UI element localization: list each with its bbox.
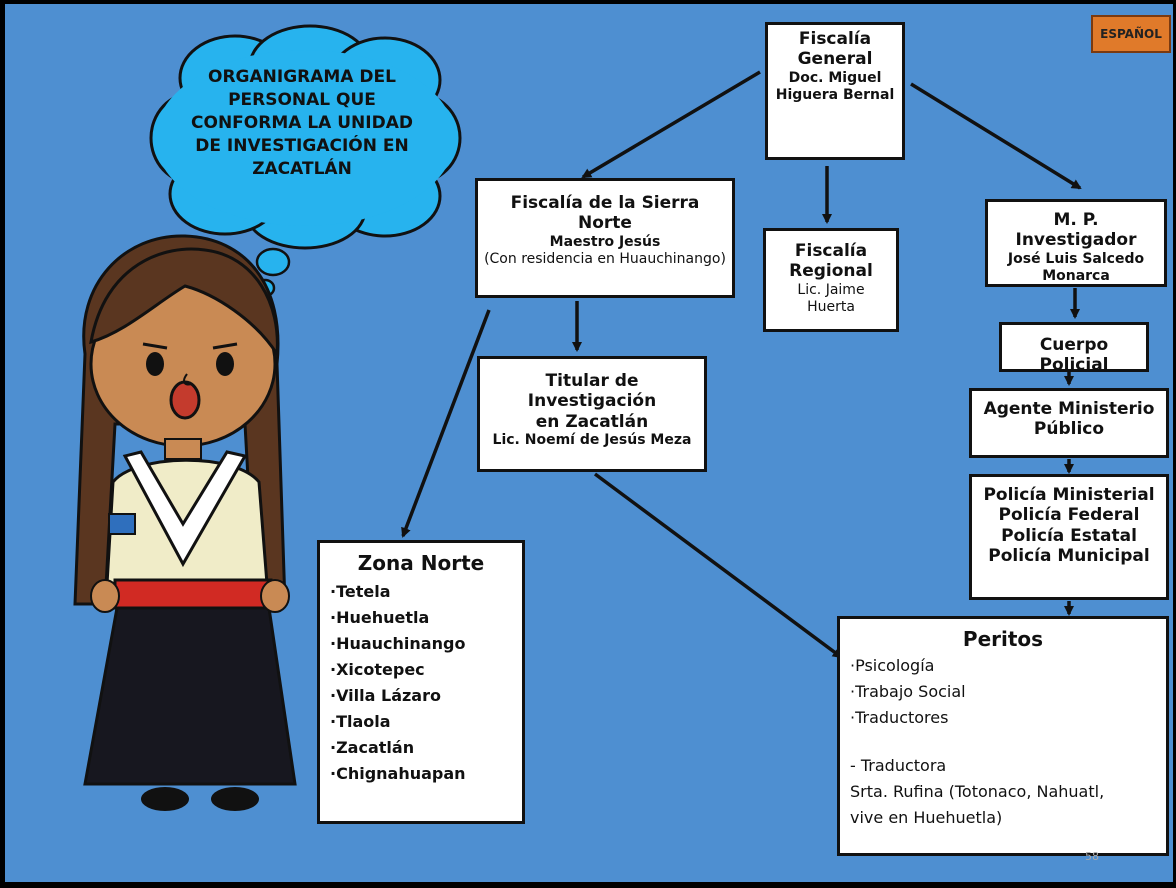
node-title: Cuerpo Policial: [1039, 335, 1109, 376]
zona-item: ·Villa Lázaro: [330, 686, 441, 705]
policia-item: Policía Federal: [998, 505, 1140, 526]
traductora-title: - Traductora: [850, 756, 947, 775]
node-person: Higuera Bernal: [775, 86, 895, 103]
page-number: 58: [1085, 850, 1099, 863]
node-title-line: Fiscalía: [798, 29, 872, 49]
zona-item: ·Huehuetla: [330, 608, 430, 627]
node-title-line: en Zacatlán: [535, 411, 649, 432]
cloud-line: CONFORMA LA UNIDAD: [191, 113, 413, 133]
girl-illustration: [73, 234, 297, 811]
node-peritos: Peritos ·Psicología ·Trabajo Social ·Tra…: [837, 616, 1169, 856]
cloud-line: ORGANIGRAMA DEL: [208, 67, 396, 87]
node-titular-investigacion: Titular de Investigación en Zacatlán Lic…: [477, 356, 707, 472]
peritos-title: Peritos: [962, 627, 1044, 651]
traductora-line: vive en Huehuetla): [850, 808, 1003, 827]
policia-item: Policía Ministerial: [983, 485, 1155, 505]
arrow-general-to-mp: [910, 82, 1082, 190]
node-mp-investigador: M. P. Investigador José Luis Salcedo Mon…: [985, 199, 1167, 287]
cloud-line: ZACATLÁN: [252, 159, 352, 179]
node-cuerpo-policial: Cuerpo Policial: [999, 322, 1149, 375]
arrow-sierra-to-zona: [401, 309, 491, 538]
node-title: Fiscalía de la Sierra Norte: [510, 193, 700, 234]
zona-item: ·Huauchinango: [330, 634, 466, 653]
node-zona-norte: Zona Norte ·Tetela ·Huehuetla ·Huauchina…: [317, 540, 525, 824]
node-policias: Policía Ministerial Policía Federal Poli…: [969, 474, 1169, 600]
traductora-line: Srta. Rufina (Totonaco, Nahuatl,: [850, 782, 1105, 801]
node-title-line: Agente Ministerio: [983, 399, 1155, 419]
node-agente-ministerio-publico: Agente Ministerio Público: [969, 388, 1169, 458]
node-title-line: Público: [1033, 419, 1105, 440]
zona-item: ·Zacatlán: [330, 738, 415, 757]
language-toggle-button[interactable]: ESPAÑOL: [1091, 15, 1171, 53]
zona-item: ·Tetela: [330, 582, 391, 601]
policia-item: Policía Estatal: [1001, 525, 1137, 546]
zona-norte-title: Zona Norte: [357, 551, 485, 575]
node-fiscalia-sierra-norte: Fiscalía de la Sierra Norte Maestro Jesú…: [475, 178, 735, 298]
node-fiscalia-general: Fiscalía General Doc. Miguel Higuera Ber…: [765, 22, 905, 160]
slide-canvas: ORGANIGRAMA DEL PERSONAL QUE CONFORMA LA…: [5, 4, 1173, 882]
zona-item: ·Tlaola: [330, 712, 391, 731]
node-person: Maestro Jesús: [549, 233, 661, 250]
cloud-title: ORGANIGRAMA DEL PERSONAL QUE CONFORMA LA…: [177, 66, 427, 181]
node-person: Monarca: [1042, 267, 1110, 284]
cloud-line: PERSONAL QUE: [228, 90, 376, 110]
policia-item: Policía Municipal: [988, 546, 1150, 567]
arrow-general-to-sierra: [581, 70, 761, 179]
node-note: (Con residencia en Huauchinango): [484, 250, 726, 267]
peritos-item: ·Trabajo Social: [850, 682, 966, 701]
thought-cloud: [149, 24, 462, 298]
peritos-item: ·Traductores: [850, 708, 949, 727]
node-person: Lic. Noemí de Jesús Meza: [492, 432, 692, 449]
node-person: Doc. Miguel: [788, 69, 882, 86]
node-person: Lic. Jaime Huerta: [797, 281, 865, 315]
zona-item: ·Chignahuapan: [330, 764, 466, 783]
peritos-item: ·Psicología: [850, 656, 935, 675]
node-title: M. P. Investigador: [1015, 210, 1137, 251]
zona-item: ·Xicotepec: [330, 660, 425, 679]
arrow-titular-to-peritos: [593, 472, 843, 659]
node-person: José Luis Salcedo: [1007, 250, 1145, 267]
node-title-line: Titular de Investigación: [527, 371, 657, 412]
node-title-line: General: [797, 49, 873, 70]
cloud-line: DE INVESTIGACIÓN EN: [195, 136, 409, 156]
node-title-line: Regional: [789, 261, 873, 282]
connector-arrows: [401, 70, 1082, 659]
node-title-line: Fiscalía: [794, 241, 868, 261]
node-fiscalia-regional: Fiscalía Regional Lic. Jaime Huerta: [763, 228, 899, 332]
